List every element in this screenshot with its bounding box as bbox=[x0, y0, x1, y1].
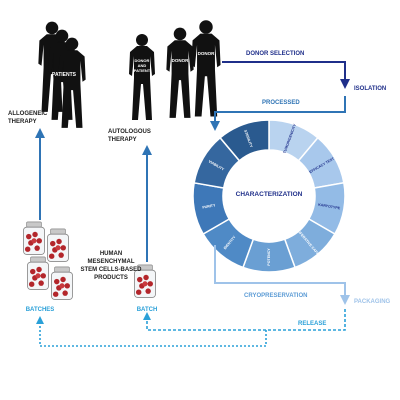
release-arrow bbox=[143, 309, 346, 331]
release-label: RELEASE bbox=[298, 321, 326, 327]
donor-selection-arrow bbox=[222, 61, 350, 89]
wheel-segment-label-potency: POTENCY bbox=[267, 248, 271, 266]
wheel-center bbox=[224, 151, 314, 241]
batch-label: BATCH bbox=[137, 307, 158, 313]
allogeneic-therapy-label-line-1: ALLOGENEIC bbox=[8, 111, 48, 117]
product-title-line-3: STEM CELLS-BASED bbox=[80, 267, 142, 273]
donor-label-2: DONOR bbox=[198, 51, 216, 56]
cryopreservation-arrow bbox=[214, 245, 350, 305]
allogeneic-therapy-label-line-2: THERAPY bbox=[8, 119, 37, 125]
product-title-line-4: PRODUCTS bbox=[94, 275, 128, 281]
donor-and-patient-label-line-2: AND bbox=[138, 63, 147, 68]
product-title-line-1: HUMAN bbox=[100, 251, 122, 257]
donor-label-1: DONOR bbox=[172, 58, 190, 63]
isolation-label: ISOLATION bbox=[354, 86, 386, 92]
donor-and-patient-label-line-1: DONOR bbox=[135, 58, 150, 63]
autologous-therapy-label-line-1: AUTOLOGOUS bbox=[108, 129, 151, 135]
wheel-segment-label-purity: PURITY bbox=[202, 203, 216, 209]
cryopreservation-label: CRYOPRESERVATION bbox=[244, 293, 307, 299]
product-jars-batches bbox=[22, 221, 74, 300]
patients-label: PATIENTS bbox=[52, 72, 77, 78]
donor-selection-label: DONOR SELECTION bbox=[246, 51, 304, 57]
release-to-batches-arrow bbox=[36, 316, 267, 347]
batches-label: BATCHES bbox=[26, 307, 55, 313]
product-title-line-2: MESENCHYMAL bbox=[87, 259, 134, 265]
packaging-label: PACKAGING bbox=[354, 299, 391, 305]
wheel-segment-label-karyotype: KARYOTYPE bbox=[318, 203, 341, 211]
characterization-center-label: CHARACTERIZATION bbox=[236, 191, 303, 198]
processed-arrow bbox=[210, 96, 346, 131]
wheel-segment-sterility bbox=[219, 119, 270, 162]
wheel-segment-label-sterility: STERILITY bbox=[243, 129, 253, 148]
donor-and-patient-label-line-3: PATIENT bbox=[134, 68, 151, 73]
processed-label: PROCESSED bbox=[262, 100, 300, 106]
autologous-therapy-label-line-2: THERAPY bbox=[108, 137, 137, 143]
